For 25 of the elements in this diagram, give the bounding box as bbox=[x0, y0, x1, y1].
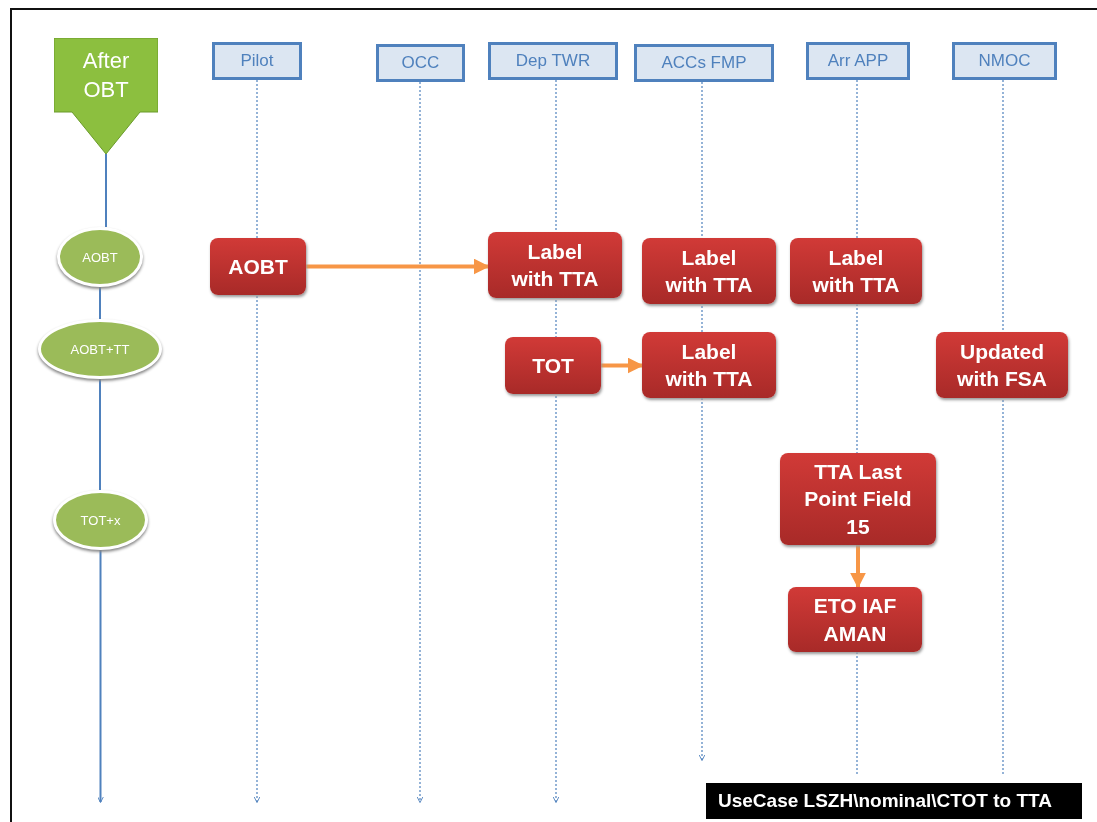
timeline-ellipse: AOBT bbox=[57, 227, 143, 287]
lane-header: Dep TWR bbox=[488, 42, 618, 80]
timeline-ellipse: AOBT+TT bbox=[38, 319, 162, 379]
caption-banner: UseCase LSZH\nominal\CTOT to TTA bbox=[706, 783, 1082, 819]
event-box: Label with TTA bbox=[790, 238, 922, 304]
lane-header: OCC bbox=[376, 44, 465, 82]
arrow bbox=[306, 258, 490, 275]
event-box: Updated with FSA bbox=[936, 332, 1068, 398]
lifeline-arrow bbox=[253, 79, 261, 804]
timeline-ellipse: TOT+x bbox=[53, 490, 148, 550]
event-box: AOBT bbox=[210, 238, 306, 295]
lane-header: Pilot bbox=[212, 42, 302, 80]
lane-header: ACCs FMP bbox=[634, 44, 774, 82]
arrow bbox=[97, 549, 104, 804]
lane-header: NMOC bbox=[952, 42, 1057, 80]
event-box: ETO IAF AMAN bbox=[788, 587, 922, 652]
event-box: Label with TTA bbox=[642, 238, 776, 304]
event-box: TOT bbox=[505, 337, 601, 394]
arrow bbox=[850, 545, 866, 589]
lane-header: Arr APP bbox=[806, 42, 910, 80]
event-box: Label with TTA bbox=[642, 332, 776, 398]
arrow bbox=[601, 357, 644, 374]
event-box: Label with TTA bbox=[488, 232, 622, 298]
event-box: TTA Last Point Field 15 bbox=[780, 453, 936, 545]
step-label: After OBT bbox=[81, 47, 131, 104]
